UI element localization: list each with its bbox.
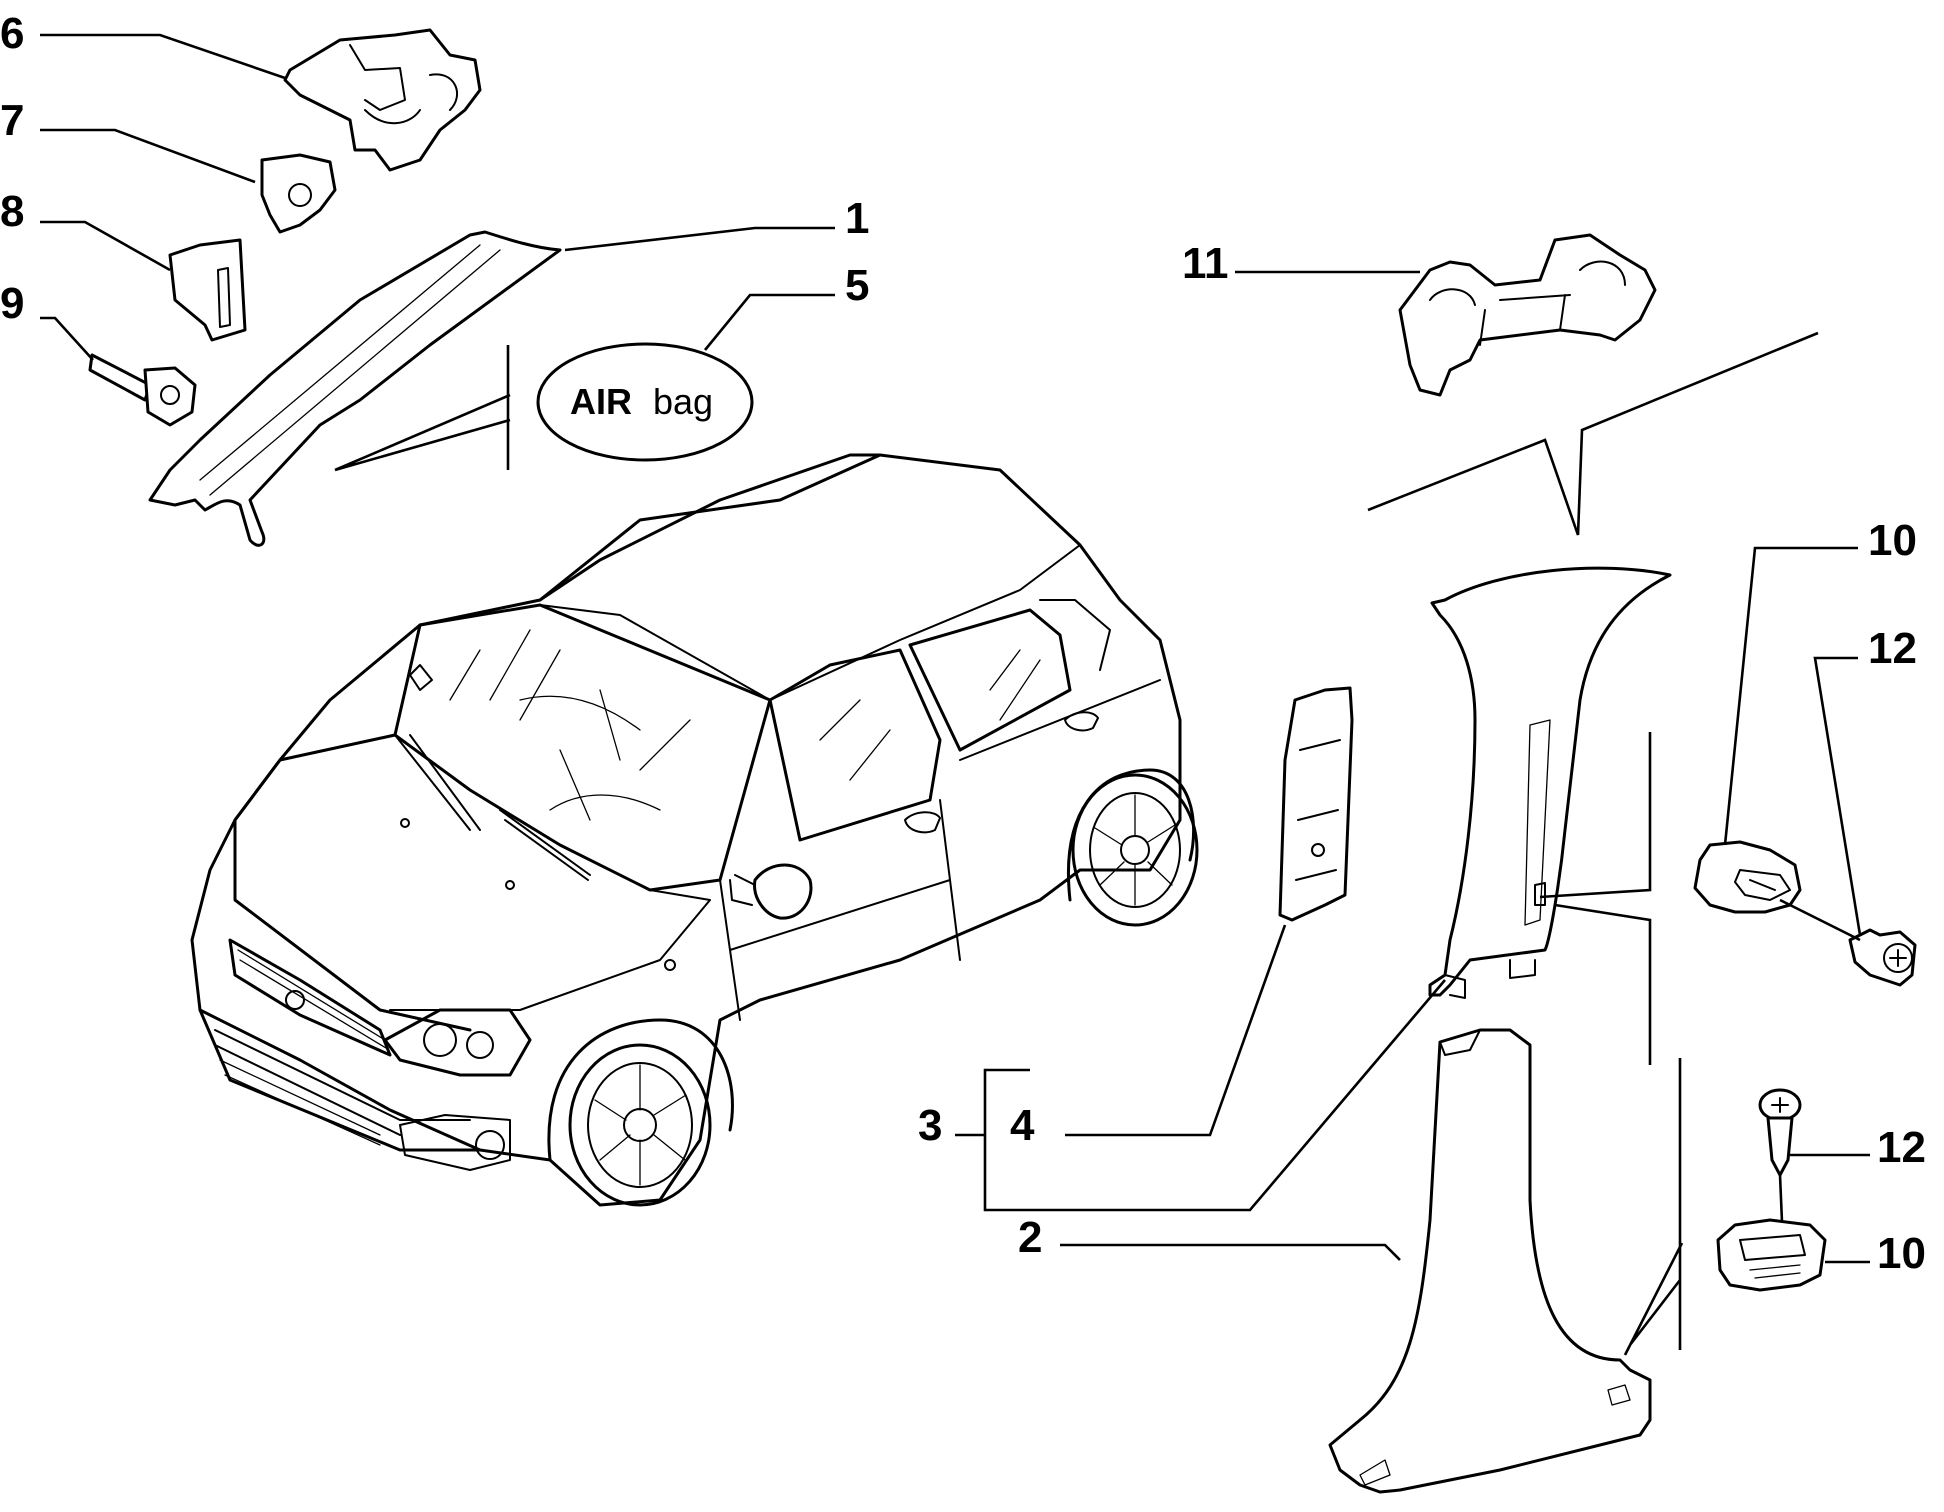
- callout-6: 6: [0, 9, 24, 58]
- lower-b-pillar-trim: [1328, 1028, 1652, 1494]
- callout-8: 8: [0, 187, 24, 236]
- square-clip-8: [168, 238, 247, 342]
- grommet-10-lower: [1716, 1218, 1827, 1292]
- callout-11: 11: [1182, 239, 1229, 288]
- callout-7: 7: [0, 96, 24, 145]
- airbag-badge-light-text: bag: [653, 381, 713, 422]
- callout-4: 4: [1010, 1101, 1035, 1150]
- car-illustration: [190, 453, 1199, 1207]
- callout-3: 3: [918, 1101, 942, 1150]
- callout-5: 5: [845, 261, 869, 310]
- bolt-9: [88, 353, 197, 427]
- screw-12-lower: [1758, 1088, 1802, 1177]
- leader-lines: [40, 33, 1870, 1356]
- airbag-clip-plate: [1278, 686, 1354, 922]
- callout-12-lower: 12: [1877, 1123, 1926, 1172]
- callout-10-lower: 10: [1877, 1229, 1926, 1278]
- callout-10-upper: 10: [1868, 516, 1917, 565]
- airbag-badge-strong-text: AIR: [570, 381, 632, 422]
- screw-12-upper: [1848, 928, 1917, 987]
- callout-2: 2: [1018, 1213, 1042, 1262]
- callout-12-upper: 12: [1868, 624, 1917, 673]
- grommet-10-upper: [1693, 840, 1802, 914]
- callout-9: 9: [0, 279, 24, 328]
- callout-1: 1: [845, 194, 869, 243]
- bracket-11: [1398, 233, 1657, 397]
- retaining-clip-7: [260, 153, 337, 234]
- a-pillar-trim: [148, 230, 562, 547]
- upper-b-pillar-trim: [1428, 566, 1672, 999]
- airbag-badge: AIR bag: [536, 342, 754, 462]
- retaining-clip-6: [283, 28, 482, 172]
- callout-labels: 6 7 8 9 1 5 11 10 12 3 4 12 10 2: [0, 9, 1926, 1278]
